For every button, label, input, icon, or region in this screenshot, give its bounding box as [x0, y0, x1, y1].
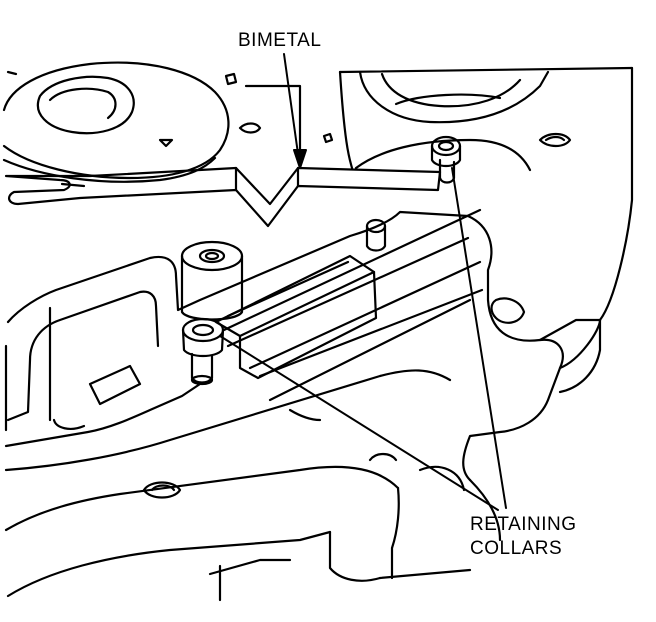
upper-right-housing — [324, 68, 632, 320]
leader-lines — [220, 54, 506, 510]
collars-leader-upper — [452, 168, 506, 508]
valve-body — [6, 212, 600, 600]
collars-label: COLLARS — [470, 538, 563, 559]
channels — [216, 210, 482, 420]
bimetal-strip — [6, 168, 440, 226]
collars-leader-lower — [220, 336, 498, 510]
lower-retaining-collar — [183, 319, 223, 384]
upper-retaining-collar — [432, 137, 460, 183]
retaining-label: RETAINING — [470, 514, 577, 535]
upright-post — [182, 242, 242, 320]
bimetal-arrowhead — [294, 150, 306, 168]
bimetal-label: BIMETAL — [238, 30, 322, 51]
center-pin — [367, 220, 385, 251]
upper-left-housing — [4, 63, 300, 182]
